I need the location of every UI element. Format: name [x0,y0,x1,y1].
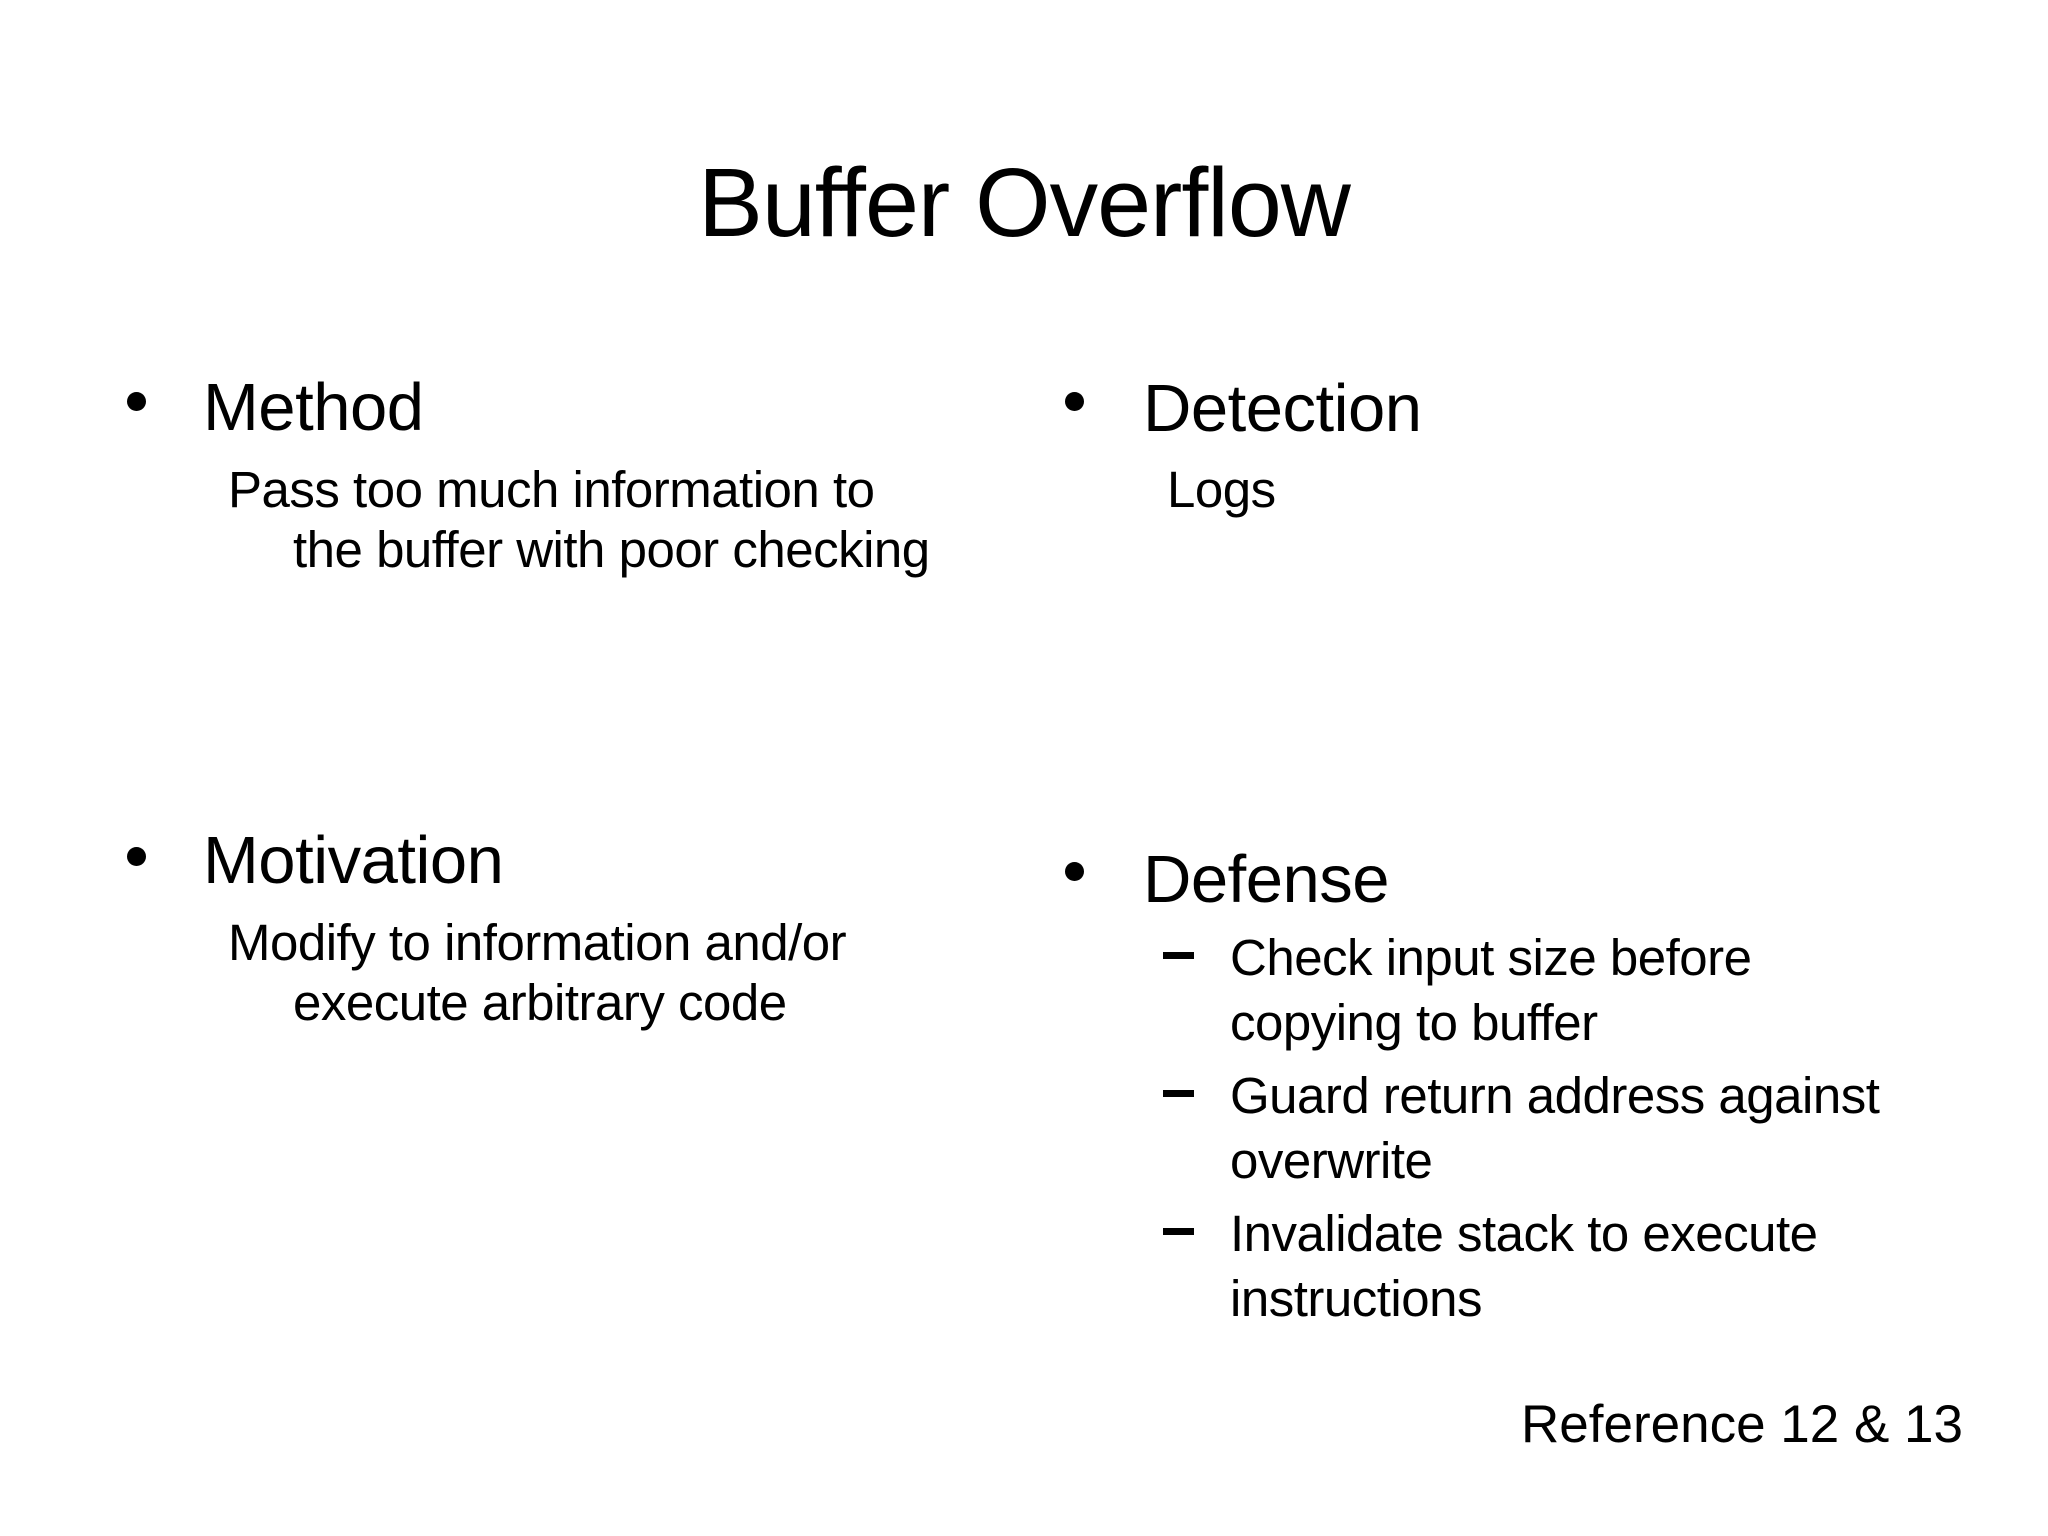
body-line: copying to buffer [1230,994,1598,1051]
bullet-icon [1065,392,1084,411]
body-line: execute arbitrary code [293,974,787,1031]
body-line: instructions [1230,1270,1482,1327]
body-line: Logs [1167,461,1276,518]
body-line: Guard return address against [1230,1067,1880,1124]
dash-icon [1163,952,1194,959]
section-body-detection: Logs [1167,460,1276,520]
section-body-motivation: Modify to information and/or execute arb… [228,913,847,1033]
bullet-icon [127,847,146,866]
section-heading-detection: Detection [1143,371,1422,446]
defense-item-list: Check input size before copying to buffe… [1163,925,1880,1339]
list-item: Check input size before copying to buffe… [1163,925,1879,1055]
dash-icon [1163,1228,1194,1235]
section-heading-defense: Defense [1143,842,1390,917]
bullet-icon [127,392,146,411]
bullet-icon [1065,862,1084,881]
body-line: Pass too much information to [228,461,875,518]
body-line: Check input size before [1230,929,1752,986]
list-item: Guard return address against overwrite [1163,1063,1880,1193]
section-body-method: Pass too much information to the buffer … [228,460,930,580]
body-line: the buffer with poor checking [293,521,930,578]
reference-note: Reference 12 & 13 [1521,1395,1963,1454]
body-line: overwrite [1230,1132,1433,1189]
section-heading-method: Method [203,370,424,445]
body-line: Invalidate stack to execute [1230,1205,1818,1262]
body-line: Modify to information and/or [228,914,847,971]
list-item: Invalidate stack to execute instructions [1163,1201,1879,1331]
dash-icon [1163,1090,1194,1097]
slide-title: Buffer Overflow [698,148,1351,257]
section-heading-motivation: Motivation [203,823,504,898]
